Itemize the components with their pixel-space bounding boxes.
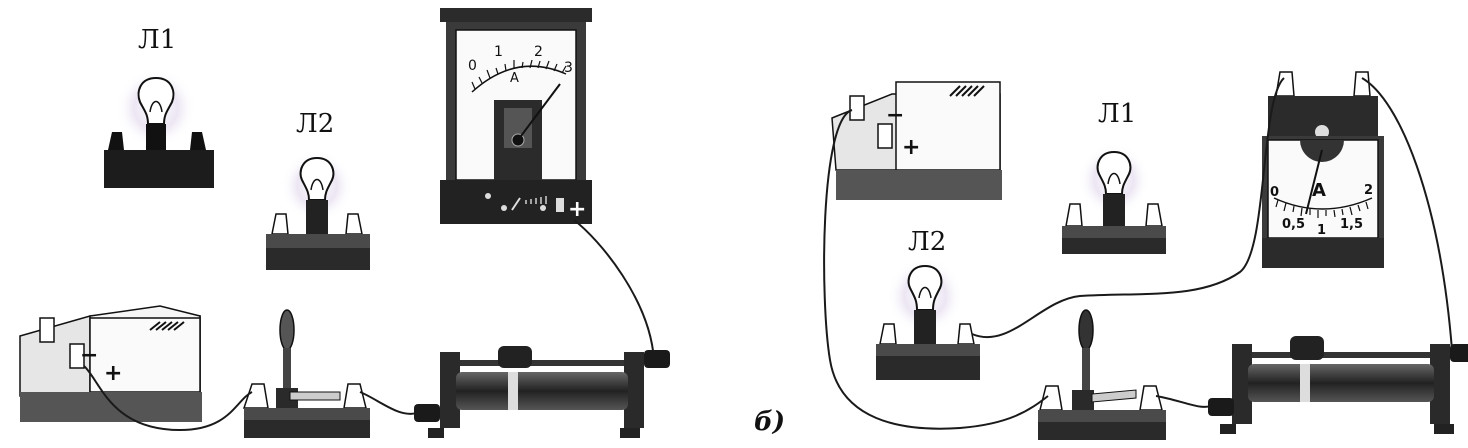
- lamp-base: [1062, 238, 1166, 254]
- ammeter-needle: [517, 83, 561, 141]
- switch-right: [1038, 309, 1166, 440]
- battery-left: − +: [19, 305, 202, 422]
- figure-caption: б): [754, 407, 785, 437]
- ammeter-plus-sign: +: [568, 197, 586, 222]
- ammeter-right: 0 2 A 0,5 1 1,5: [1262, 71, 1384, 268]
- lamp-base: [876, 356, 980, 380]
- battery-plus-sign: +: [902, 135, 920, 160]
- rheostat-slider: [1290, 336, 1324, 360]
- lamp-socket: [146, 124, 166, 156]
- ammeter-left: 0 1 2 3 A +: [440, 8, 592, 224]
- ammeter-needle: [1305, 149, 1323, 215]
- ammeter-tick-2: 2: [1364, 183, 1373, 198]
- ammeter-base: [440, 180, 592, 224]
- wires-left: [83, 219, 655, 432]
- ammeter-base: [1262, 238, 1384, 268]
- ammeter-tick-1: 1: [494, 44, 503, 60]
- right-figure: б) − + Л1: [754, 71, 1468, 440]
- lamp-socket: [914, 310, 936, 344]
- switch-handle: [1078, 309, 1094, 351]
- wires-right: [823, 77, 1453, 430]
- lamp-l2-label: Л2: [296, 109, 334, 139]
- ammeter-tick-0-5: 0,5: [1282, 217, 1305, 232]
- rheostat-coil: [456, 372, 628, 410]
- switch-base: [244, 420, 370, 438]
- rheostat-slider: [498, 346, 532, 368]
- ammeter-unit: A: [510, 71, 519, 86]
- lamp-l1-left: Л1: [104, 25, 214, 188]
- lamp-base: [266, 248, 370, 270]
- ammeter-unit: A: [1312, 180, 1326, 201]
- ammeter-tick-3: 3: [564, 60, 573, 76]
- lamp-l1-right: Л1: [1062, 99, 1166, 254]
- switch-handle: [279, 309, 295, 351]
- ammeter-tick-1-5: 1,5: [1340, 217, 1363, 232]
- ammeter-tick-2: 2: [534, 44, 543, 60]
- battery-base: [20, 392, 202, 422]
- rheostat-left: [414, 346, 670, 438]
- battery-minus-sign: −: [80, 343, 98, 368]
- ammeter-scale-arc: [471, 65, 567, 93]
- switch-base: [1038, 422, 1166, 440]
- rheostat-coil: [1248, 364, 1434, 402]
- battery-minus-sign: −: [886, 103, 904, 128]
- ammeter-tick-0: 0: [1270, 185, 1279, 200]
- rheostat-right: [1208, 336, 1468, 434]
- battery-right: − +: [831, 81, 1002, 200]
- lamp-socket: [306, 200, 328, 234]
- lamp-base-dark: [104, 150, 214, 188]
- battery-plus-sign: +: [104, 361, 122, 386]
- lamp-l1-label: Л1: [1098, 99, 1136, 129]
- lamp-l2-right: Л2: [876, 227, 980, 380]
- battery-base: [836, 170, 1002, 200]
- lamp-l2-label: Л2: [908, 227, 946, 257]
- ammeter-tick-1: 1: [1317, 223, 1326, 238]
- ammeter-scale-arc: [1273, 197, 1373, 210]
- lamp-l2-left: Л2: [266, 109, 370, 270]
- lamp-l1-label: Л1: [138, 25, 176, 55]
- switch-left: [242, 309, 370, 438]
- ammeter-tick-0: 0: [468, 58, 477, 74]
- left-figure: Л1 Л2: [19, 8, 670, 438]
- lamp-socket: [1103, 194, 1125, 226]
